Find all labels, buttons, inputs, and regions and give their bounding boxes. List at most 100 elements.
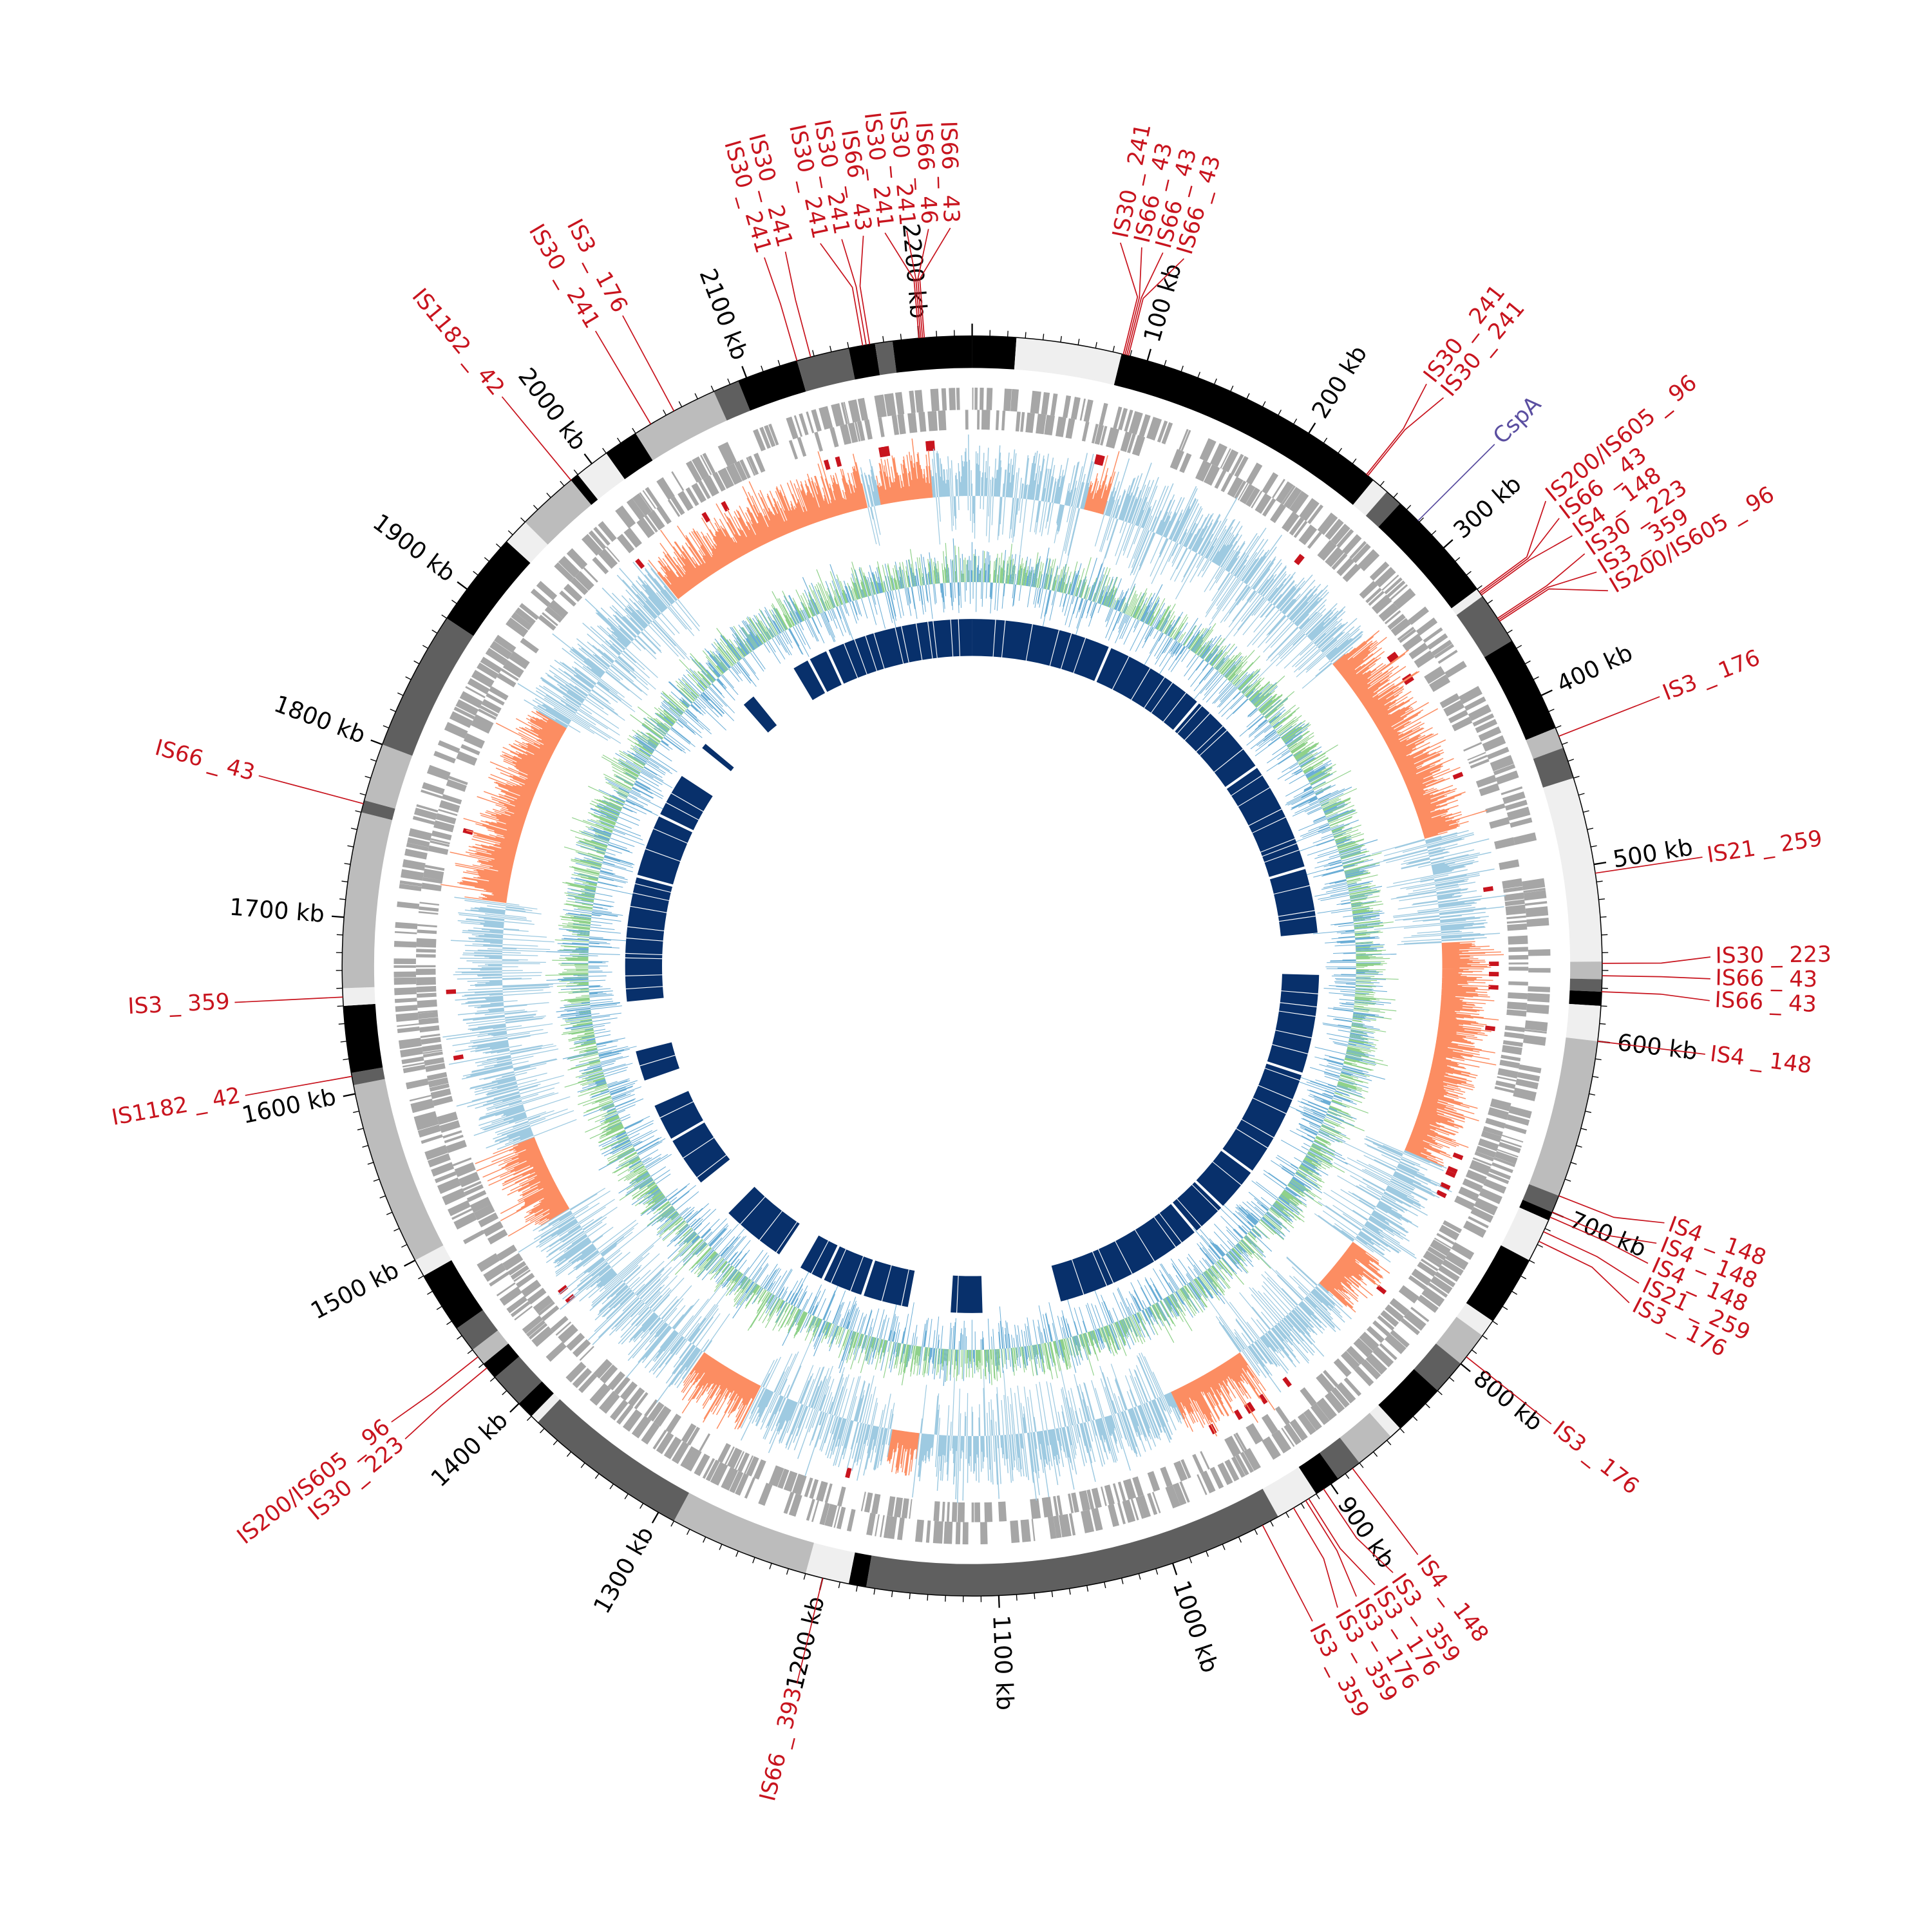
ideogram-segment xyxy=(635,391,727,460)
is-leader-line xyxy=(796,1578,824,1683)
tick-mark xyxy=(838,1582,841,1589)
synteny-block xyxy=(702,744,734,772)
tick-mark xyxy=(1393,493,1398,498)
ideogram-segment xyxy=(866,1488,1278,1596)
tick-mark xyxy=(1138,1573,1141,1580)
tick-mark xyxy=(1455,557,1461,562)
is-leader-line xyxy=(917,229,929,338)
is-element-mark xyxy=(1403,676,1414,685)
tick-mark xyxy=(1278,410,1282,416)
ideogram-segment xyxy=(506,522,548,564)
tick-mark xyxy=(359,793,366,796)
tick-mark xyxy=(1171,1563,1178,1575)
synteny-block xyxy=(666,793,703,820)
is-leader-line xyxy=(764,257,798,361)
tick-mark xyxy=(353,1110,359,1113)
tick-mark xyxy=(1482,1335,1488,1340)
synteny-block xyxy=(1175,703,1202,734)
tick-mark xyxy=(1104,1582,1106,1589)
synteny-block xyxy=(1252,817,1295,852)
tick-mark xyxy=(393,1227,400,1232)
synteny-block xyxy=(625,958,663,976)
is-leader-line xyxy=(1602,975,1710,980)
ideogram-segment xyxy=(875,341,897,375)
tick-label: 2000 kb xyxy=(513,363,592,455)
tick-mark xyxy=(347,845,354,848)
is-leader-line xyxy=(1558,1195,1665,1224)
is-element-mark xyxy=(1488,972,1499,977)
tick-label: 1600 kb xyxy=(240,1083,339,1129)
synteny-block xyxy=(635,877,672,893)
tick-mark xyxy=(1599,1023,1606,1025)
synteny-block xyxy=(1226,768,1262,795)
tick-label: 700 kb xyxy=(1566,1206,1651,1262)
tick-mark xyxy=(719,1544,723,1550)
is-leader-line xyxy=(919,227,951,338)
tick-mark xyxy=(639,1503,644,1509)
synteny-block xyxy=(671,775,713,811)
tick-label: 1200 kb xyxy=(781,1593,830,1692)
tick-mark xyxy=(484,557,490,562)
ideogram-segment xyxy=(1522,1184,1559,1213)
synteny-block xyxy=(851,1256,873,1295)
tick-mark xyxy=(1189,1557,1192,1564)
tick-mark xyxy=(1506,629,1513,634)
is-element-label: IS1182 _ 42 xyxy=(109,1083,242,1131)
tick-mark xyxy=(386,1211,393,1215)
ideogram-segment xyxy=(1569,978,1602,992)
ideogram-segment xyxy=(1533,748,1574,788)
ideogram-segment xyxy=(1340,1412,1391,1463)
ideogram-segment xyxy=(382,618,474,756)
ideogram-segment xyxy=(472,1330,509,1364)
tick-mark xyxy=(357,1128,364,1131)
tick-label: 300 kb xyxy=(1448,470,1526,544)
ideogram-segment xyxy=(1352,480,1387,516)
is-element-mark xyxy=(1388,654,1399,664)
synteny-block xyxy=(1279,1003,1317,1016)
tick-mark xyxy=(741,366,748,378)
gc-content-high-series xyxy=(545,543,1399,1386)
ideogram-segment xyxy=(343,1003,383,1073)
tick-mark xyxy=(1007,330,1009,337)
tick-label: 200 kb xyxy=(1306,341,1372,424)
ideogram-segment xyxy=(1378,503,1477,609)
tick-label: 1500 kb xyxy=(306,1256,403,1325)
ideogram-segment xyxy=(571,474,598,505)
is-element-mark xyxy=(884,446,891,457)
ideogram-segment xyxy=(578,453,625,500)
is-leader-line xyxy=(1543,1231,1640,1284)
is-element-mark xyxy=(1482,886,1493,893)
synteny-block xyxy=(1242,1098,1286,1138)
ideogram-segment xyxy=(972,336,1017,370)
tick-label: 900 kb xyxy=(1332,1492,1400,1573)
tick-mark xyxy=(546,493,551,498)
tick-label: 100 kb xyxy=(1138,260,1187,345)
synteny-block xyxy=(1096,648,1129,690)
tick-mark xyxy=(1600,1005,1607,1007)
synteny-block xyxy=(1132,668,1164,708)
tick-mark xyxy=(413,660,420,665)
is-element-mark xyxy=(823,459,831,471)
is-leader-line xyxy=(1323,1488,1394,1573)
tick-mark xyxy=(507,530,513,535)
synteny-block xyxy=(1274,886,1315,916)
tick-mark xyxy=(1095,342,1097,348)
ideogram-segment xyxy=(1566,1003,1601,1041)
tick-mark xyxy=(1593,861,1607,866)
is-leader-line xyxy=(1497,553,1586,619)
tick-mark xyxy=(1293,418,1298,424)
tick-mark xyxy=(350,828,357,830)
tick-mark xyxy=(1345,1473,1350,1479)
synteny-block xyxy=(1258,1068,1300,1099)
synteny-block xyxy=(844,639,867,678)
tick-mark xyxy=(777,359,781,366)
tick-mark xyxy=(1387,1440,1392,1446)
tick-mark xyxy=(457,581,468,590)
synteny-block xyxy=(1231,775,1270,806)
tick-mark xyxy=(446,1320,452,1325)
tick-mark xyxy=(1562,742,1568,745)
tick-mark xyxy=(337,1005,344,1007)
synteny-block xyxy=(824,1246,846,1283)
synteny-block xyxy=(1196,1162,1242,1206)
tick-label: 1800 kb xyxy=(270,690,370,749)
